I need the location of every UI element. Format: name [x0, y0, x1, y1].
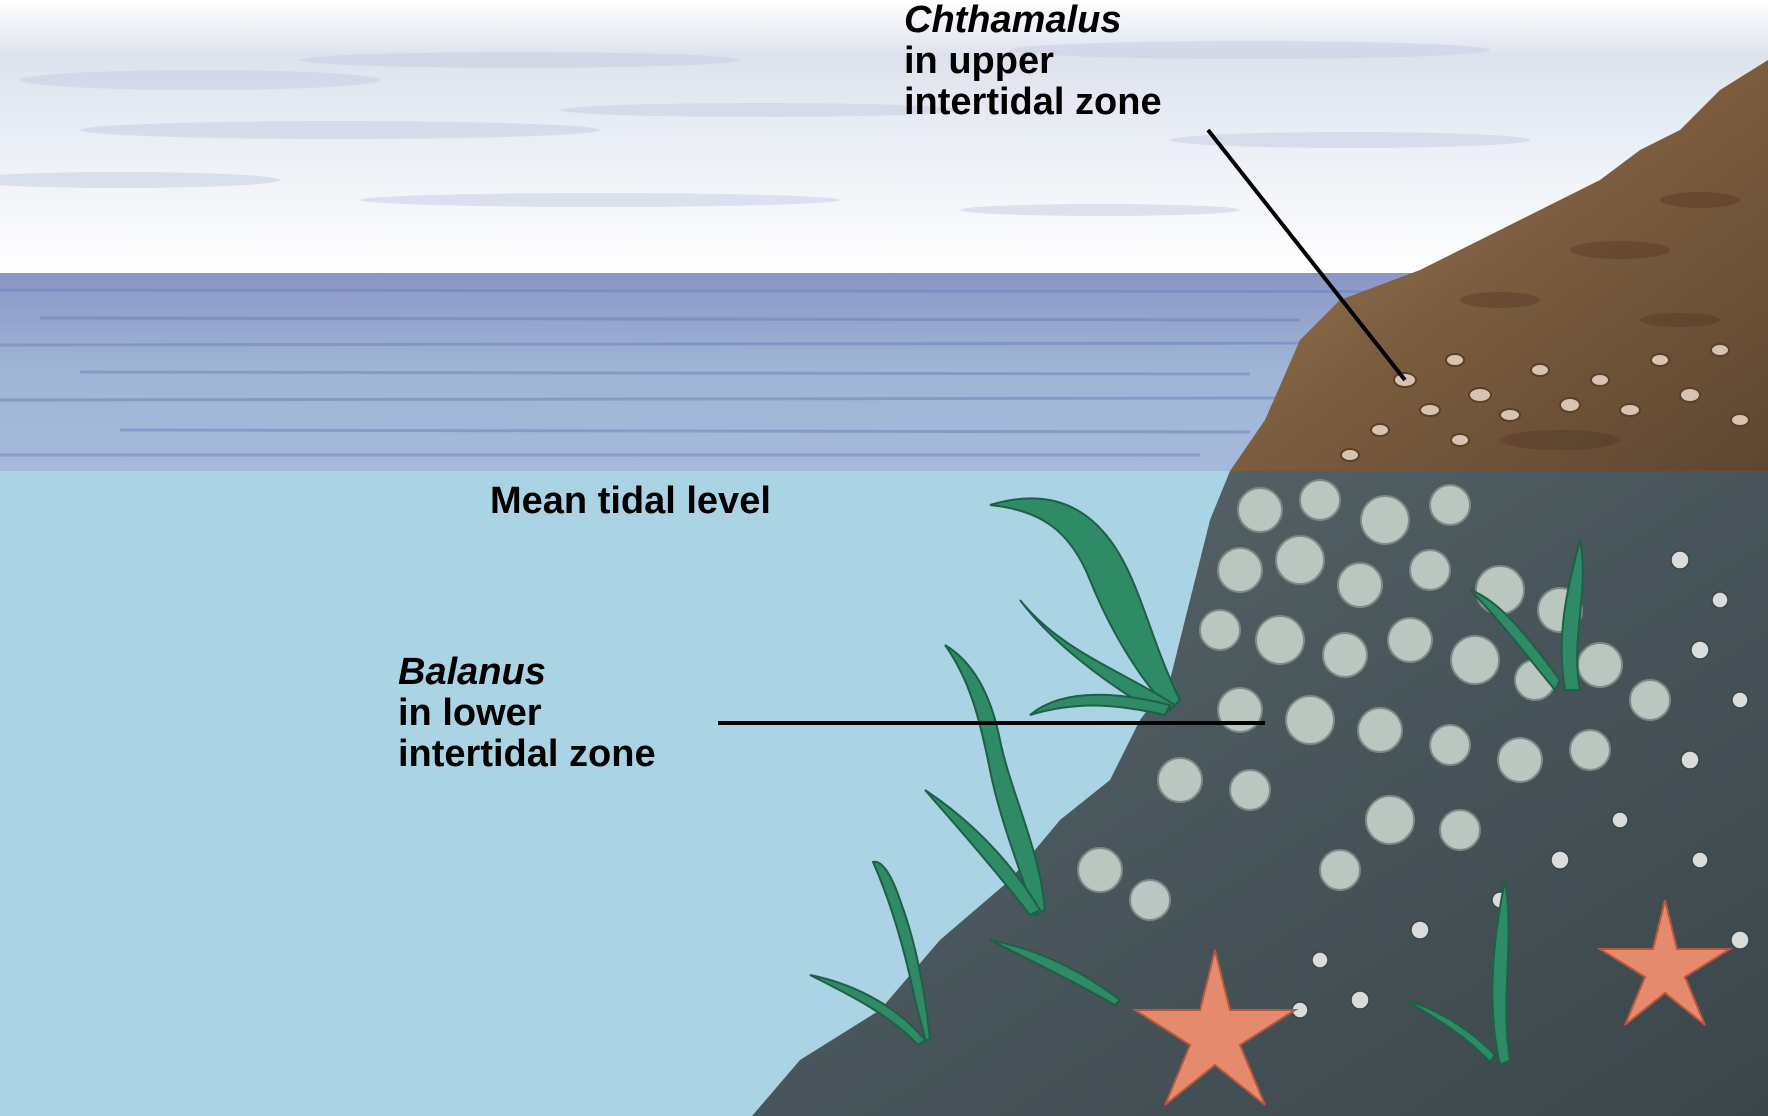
- chthamalus-label-line1: in upper: [904, 41, 1162, 82]
- balanus-species-name: Balanus: [398, 652, 656, 693]
- balanus-label: Balanus in lower intertidal zone: [398, 652, 656, 775]
- balanus-label-line1: in lower: [398, 693, 656, 734]
- mean-tidal-level-label: Mean tidal level: [490, 481, 771, 522]
- balanus-label-line2: intertidal zone: [398, 734, 656, 775]
- chthamalus-species-name: Chthamalus: [904, 0, 1162, 41]
- chthamalus-label-line2: intertidal zone: [904, 82, 1162, 123]
- chthamalus-label: Chthamalus in upper intertidal zone: [904, 0, 1162, 123]
